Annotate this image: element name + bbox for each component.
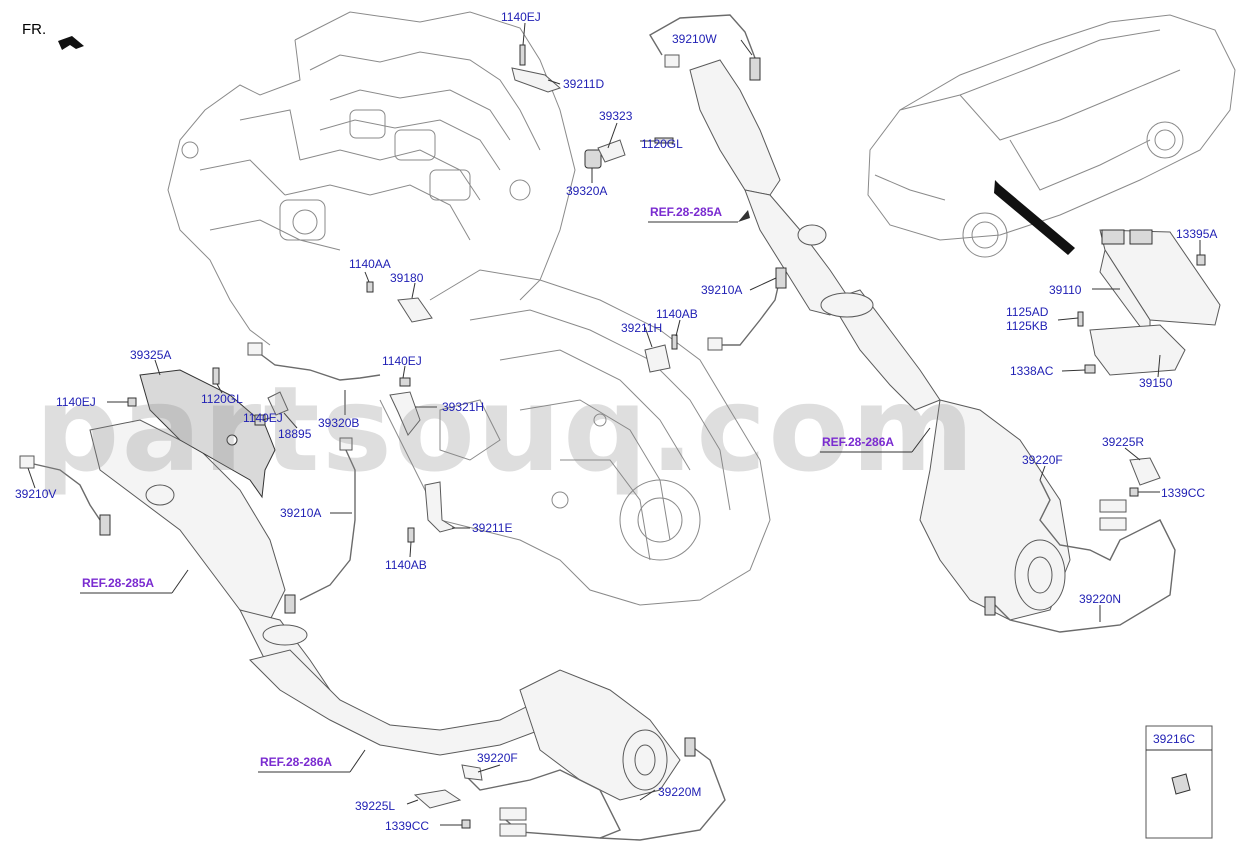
- reference-labels: REF.28-285A REF.28-286A REF.28-285A REF.…: [80, 205, 931, 773]
- ref-underline: [911, 427, 931, 453]
- part-label-39211h[interactable]: 39211H: [621, 321, 662, 335]
- part-label-39220m[interactable]: 39220M: [658, 785, 701, 799]
- ecu-drawing: [1089, 229, 1221, 376]
- ref-label-286a-right[interactable]: REF.28-286A: [822, 435, 894, 449]
- engine-block-drawing: [167, 11, 771, 606]
- part-label-39225r[interactable]: 39225R: [1102, 435, 1144, 449]
- part-label-18895[interactable]: 18895: [278, 427, 312, 441]
- exhaust-system-drawing: [89, 59, 1071, 801]
- part-label-39225l[interactable]: 39225L: [355, 799, 395, 813]
- part-label-1140ej-mid[interactable]: 1140EJ: [382, 354, 422, 368]
- part-label-39220f-bottom[interactable]: 39220F: [477, 751, 518, 765]
- inset-box-39216c[interactable]: 39216C: [1145, 725, 1213, 839]
- part-labels: 1140EJ 39210W 39211D 39323 1120GL 39320A…: [15, 10, 1217, 833]
- plug-part-icon: [1171, 773, 1191, 795]
- part-label-39210v[interactable]: 39210V: [15, 487, 56, 501]
- front-direction-marker: FR.: [22, 21, 84, 50]
- part-label-39220n[interactable]: 39220N: [1079, 592, 1121, 606]
- part-label-1125ad[interactable]: 1125AD: [1006, 305, 1049, 319]
- leader-lines: [27, 22, 1201, 826]
- ref-underline: [171, 569, 189, 594]
- part-label-39320a[interactable]: 39320A: [566, 184, 607, 198]
- part-label-1120gl-left[interactable]: 1120GL: [201, 392, 243, 406]
- part-label-1140ab-top[interactable]: 1140AB: [656, 307, 698, 321]
- part-label-1339cc-right[interactable]: 1339CC: [1161, 486, 1205, 500]
- part-label-39110[interactable]: 39110: [1049, 283, 1082, 297]
- part-label-39210w[interactable]: 39210W: [672, 32, 717, 46]
- vehicle-location-arrow-icon: [994, 180, 1075, 255]
- part-label-1140aa[interactable]: 1140AA: [349, 257, 391, 271]
- part-label-1125kb[interactable]: 1125KB: [1006, 319, 1048, 333]
- heat-shield-drawing: [139, 369, 276, 499]
- part-label-39211d[interactable]: 39211D: [563, 77, 604, 91]
- part-label-39210a-left[interactable]: 39210A: [280, 506, 321, 520]
- part-label-1140ej-lower[interactable]: 1140EJ: [243, 411, 283, 425]
- ref-arrow-icon: [738, 210, 750, 222]
- part-label-39150[interactable]: 39150: [1139, 376, 1173, 390]
- part-label-1140ej-left[interactable]: 1140EJ: [56, 395, 96, 409]
- small-hardware-drawings: [127, 44, 1206, 829]
- oxygen-sensor-drawings: [19, 14, 1176, 841]
- part-label-39210a-right[interactable]: 39210A: [701, 283, 742, 297]
- part-label-1140ab-bottom[interactable]: 1140AB: [385, 558, 427, 572]
- part-label-1339cc-bottom[interactable]: 1339CC: [385, 819, 429, 833]
- part-label-39211e[interactable]: 39211E: [472, 521, 512, 535]
- part-label-39180[interactable]: 39180: [390, 271, 424, 285]
- part-label-39321h[interactable]: 39321H: [442, 400, 484, 414]
- ref-label-286a-bottom[interactable]: REF.28-286A: [260, 755, 332, 769]
- part-label-1120gl-top[interactable]: 1120GL: [641, 137, 683, 151]
- part-label-13395a[interactable]: 13395A: [1176, 227, 1217, 241]
- part-label-39320b[interactable]: 39320B: [318, 416, 359, 430]
- ref-underline: [349, 749, 366, 773]
- direction-arrow-icon: [58, 36, 84, 50]
- part-label-39220f-right[interactable]: 39220F: [1022, 453, 1063, 467]
- ref-label-285a-top[interactable]: REF.28-285A: [650, 205, 722, 219]
- watermark: partsouq.com: [35, 360, 976, 498]
- part-label-39325a[interactable]: 39325A: [130, 348, 171, 362]
- ref-label-285a-left[interactable]: REF.28-285A: [82, 576, 154, 590]
- vehicle-outline-drawing: [867, 14, 1236, 258]
- part-label-1338ac[interactable]: 1338AC: [1010, 364, 1054, 378]
- fr-label: FR.: [22, 21, 46, 38]
- part-label-39216c[interactable]: 39216C: [1153, 732, 1195, 746]
- part-label-1140ej-top[interactable]: 1140EJ: [501, 10, 541, 24]
- part-label-39323[interactable]: 39323: [599, 109, 633, 123]
